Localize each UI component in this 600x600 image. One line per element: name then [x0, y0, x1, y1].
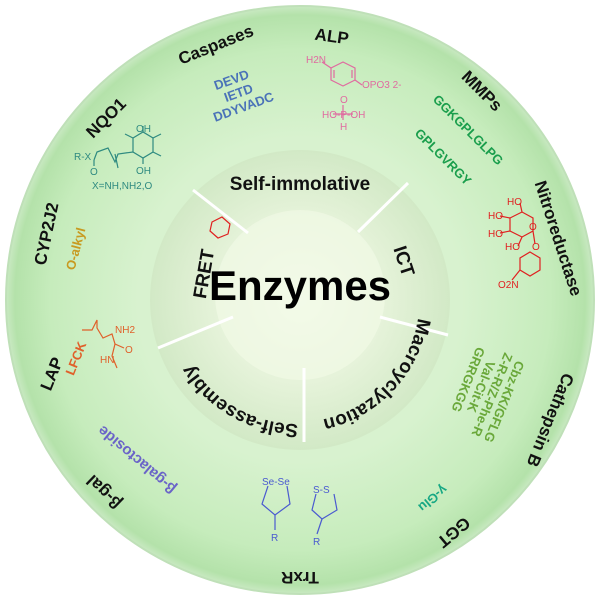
- alp-opo3: OPO3 2-: [362, 80, 401, 91]
- trxr-r-1: R: [271, 533, 278, 544]
- lap-nh2: NH2: [115, 325, 135, 336]
- strategy-self-immolative: Self-immolative: [230, 174, 370, 195]
- nitro-o-link: O: [532, 242, 540, 253]
- alp-h: H: [340, 122, 347, 133]
- lap-hn: HN: [100, 355, 114, 366]
- nitro-ho-3: HO: [488, 229, 503, 240]
- nqo1-oh-bottom: OH: [136, 166, 151, 177]
- alp-phosphonate: HO-P-OH: [322, 110, 365, 121]
- alp-structure: [321, 61, 363, 120]
- lap-labels: NH2 HN O: [100, 325, 135, 366]
- nitro-o-ring: O: [529, 222, 537, 233]
- trxr-s-s: S-S: [313, 485, 330, 496]
- nqo1-labels: R-X OH OH O X=NH,NH2,O: [74, 124, 153, 192]
- trxr-r-2: R: [313, 537, 320, 548]
- trxr-se-se: Se-Se: [262, 477, 290, 488]
- center-title: Enzymes: [209, 262, 391, 309]
- nitro-ho-2: HO: [488, 211, 503, 222]
- core-glow: [215, 210, 385, 380]
- nqo1-structure: [93, 126, 162, 169]
- nqo1-oh-top: OH: [136, 124, 151, 135]
- nitroreductase-structure-sugar: [499, 202, 541, 281]
- enzyme-alp: ALP: [314, 25, 350, 49]
- nitro-ho-4: HO: [505, 242, 520, 253]
- nitro-o2n: O2N: [498, 280, 519, 291]
- lap-o: O: [125, 345, 133, 356]
- nqo1-o: O: [90, 167, 98, 178]
- nqo1-rx: R-X: [74, 152, 92, 163]
- segment-dividers: [157, 181, 449, 442]
- nitroreductase-labels: HO HO HO HO O O O2N: [488, 197, 540, 291]
- trxr-structures: [261, 485, 338, 535]
- trxr-labels: Se-Se R S-S R: [262, 477, 330, 548]
- lap-structure: [82, 319, 125, 369]
- nqo1-x-note: X=NH,NH2,O: [92, 181, 153, 192]
- alp-o: O: [340, 95, 348, 106]
- alp-h2n: H2N: [306, 55, 326, 66]
- nitro-ho-1: HO: [507, 197, 522, 208]
- enzyme-trxr: TrxR: [281, 568, 319, 587]
- alp-labels: H2N OPO3 2- HO-P-OH O H: [306, 55, 401, 133]
- nitroreductase-structure: [209, 216, 231, 239]
